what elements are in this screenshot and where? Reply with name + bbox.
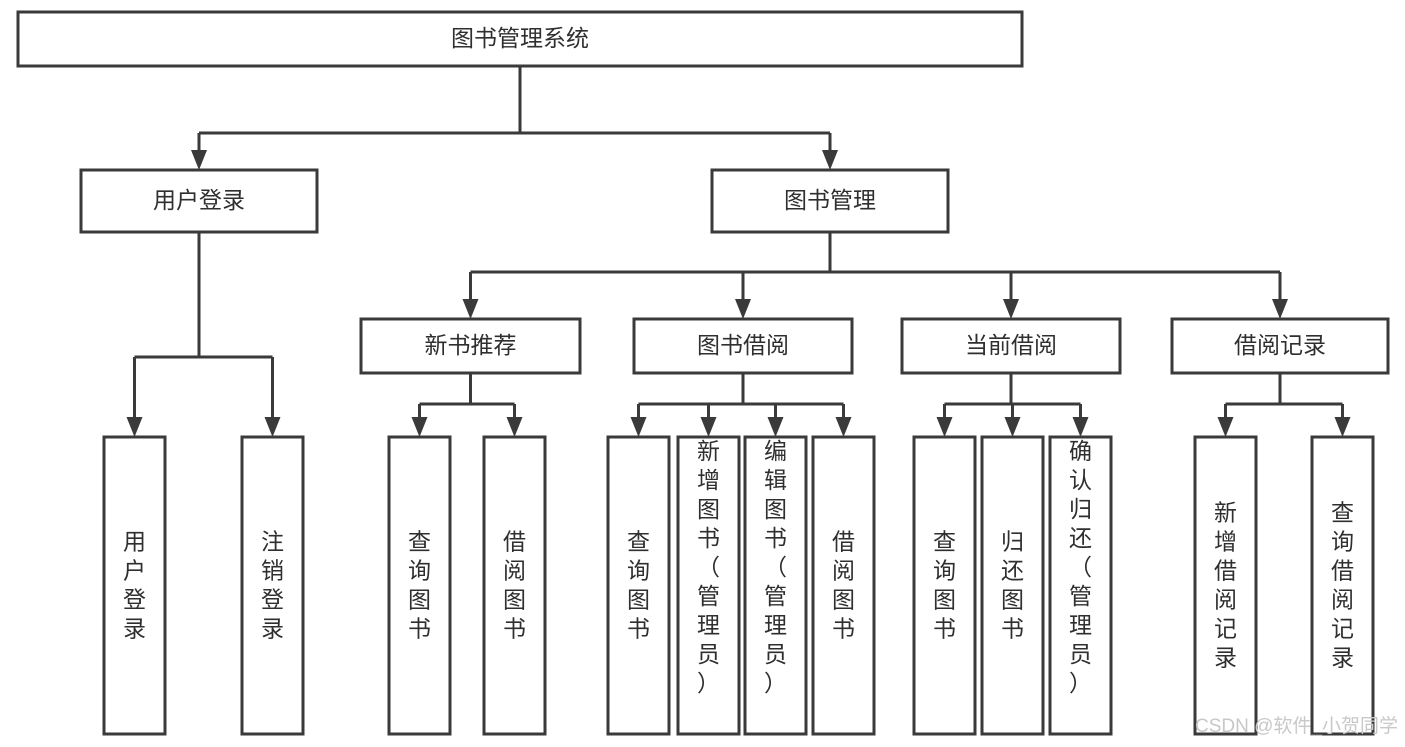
csdn-watermark: CSDN @软件_小贺同学 bbox=[1195, 715, 1398, 737]
node-box-root bbox=[16, 10, 1024, 68]
node-box-borrow-record bbox=[1170, 317, 1390, 375]
arrow-head-icon bbox=[1217, 417, 1234, 437]
node-label-leaf-confirm-return: 确认归还（管理员） bbox=[1069, 438, 1092, 696]
node-label-book-manage: 图书管理 bbox=[784, 187, 876, 213]
arrow-head-icon bbox=[767, 417, 784, 437]
node-label-leaf-query-book-3: 查询图书 bbox=[933, 529, 956, 642]
arrow-head-icon bbox=[506, 417, 523, 437]
node-box-leaf-query-record bbox=[1310, 435, 1375, 736]
node-leaf-borrow-book-1[interactable]: 借阅图书 bbox=[482, 435, 547, 736]
node-box-user-login bbox=[79, 168, 319, 234]
node-box-leaf-edit-book bbox=[743, 435, 808, 736]
node-label-borrow-record: 借阅记录 bbox=[1234, 332, 1326, 358]
node-new-book-recommend[interactable]: 新书推荐 bbox=[359, 317, 582, 375]
node-box-current-borrow bbox=[900, 317, 1122, 375]
node-root[interactable]: 图书管理系统 bbox=[16, 10, 1024, 68]
node-leaf-query-record[interactable]: 查询借阅记录 bbox=[1310, 435, 1375, 736]
node-label-leaf-add-book: 新增图书（管理员） bbox=[697, 438, 720, 696]
node-box-new-book-recommend bbox=[359, 317, 582, 375]
arrow-head-icon bbox=[462, 299, 479, 319]
node-box-leaf-user-login bbox=[102, 435, 167, 736]
arrow-head-icon bbox=[700, 417, 717, 437]
node-leaf-borrow-book-2[interactable]: 借阅图书 bbox=[811, 435, 876, 736]
node-box-leaf-add-record bbox=[1193, 435, 1258, 736]
node-label-leaf-query-book-1: 查询图书 bbox=[408, 529, 431, 642]
node-label-leaf-query-record: 查询借阅记录 bbox=[1331, 500, 1354, 671]
node-leaf-logout[interactable]: 注销登录 bbox=[240, 435, 305, 736]
arrow-head-icon bbox=[1003, 299, 1019, 319]
node-leaf-query-book-2[interactable]: 查询图书 bbox=[606, 435, 671, 736]
node-box-leaf-borrow-book-2 bbox=[811, 435, 876, 736]
node-box-leaf-borrow-book-1 bbox=[482, 435, 547, 736]
node-leaf-user-login[interactable]: 用户登录 bbox=[102, 435, 167, 736]
node-label-leaf-logout: 注销登录 bbox=[261, 529, 284, 642]
node-box-leaf-query-book-2 bbox=[606, 435, 671, 736]
node-book-borrow[interactable]: 图书借阅 bbox=[632, 317, 854, 375]
node-box-leaf-confirm-return bbox=[1048, 435, 1113, 736]
node-label-leaf-query-book-2: 查询图书 bbox=[627, 529, 650, 642]
node-user-login[interactable]: 用户登录 bbox=[79, 168, 319, 234]
node-label-root: 图书管理系统 bbox=[451, 25, 589, 51]
node-label-current-borrow: 当前借阅 bbox=[965, 332, 1057, 358]
arrow-head-icon bbox=[936, 417, 953, 437]
node-label-leaf-user-login: 用户登录 bbox=[123, 529, 146, 642]
arrow-head-icon bbox=[264, 417, 281, 437]
node-label-leaf-return-book: 归还图书 bbox=[1001, 529, 1024, 642]
arrow-head-icon bbox=[822, 150, 838, 170]
node-box-leaf-query-book-1 bbox=[387, 435, 452, 736]
node-leaf-return-book[interactable]: 归还图书 bbox=[980, 435, 1045, 736]
node-leaf-query-book-3[interactable]: 查询图书 bbox=[912, 435, 977, 736]
node-leaf-add-book[interactable]: 新增图书（管理员） bbox=[676, 435, 741, 736]
connector-layer bbox=[126, 66, 1351, 437]
arrow-head-icon bbox=[735, 299, 751, 319]
node-book-manage[interactable]: 图书管理 bbox=[710, 168, 950, 234]
node-label-new-book-recommend: 新书推荐 bbox=[425, 332, 517, 358]
arrow-head-icon bbox=[191, 150, 207, 170]
node-leaf-confirm-return[interactable]: 确认归还（管理员） bbox=[1048, 435, 1113, 736]
arrow-head-icon bbox=[1272, 299, 1288, 319]
arrow-head-icon bbox=[835, 417, 852, 437]
arrow-head-icon bbox=[1004, 417, 1021, 437]
node-box-leaf-logout bbox=[240, 435, 305, 736]
node-leaf-add-record[interactable]: 新增借阅记录 bbox=[1193, 435, 1258, 736]
node-leaf-query-book-1[interactable]: 查询图书 bbox=[387, 435, 452, 736]
node-box-book-manage bbox=[710, 168, 950, 234]
arrow-head-icon bbox=[1072, 417, 1089, 437]
node-borrow-record[interactable]: 借阅记录 bbox=[1170, 317, 1390, 375]
node-box-leaf-query-book-3 bbox=[912, 435, 977, 736]
arrow-head-icon bbox=[411, 417, 428, 437]
node-box-leaf-return-book bbox=[980, 435, 1045, 736]
arrow-head-icon bbox=[1334, 417, 1351, 437]
node-label-leaf-add-record: 新增借阅记录 bbox=[1214, 500, 1237, 671]
arrow-head-icon bbox=[630, 417, 647, 437]
node-box-book-borrow bbox=[632, 317, 854, 375]
node-label-book-borrow: 图书借阅 bbox=[697, 332, 789, 358]
node-box-leaf-add-book bbox=[676, 435, 741, 736]
arrow-head-icon bbox=[126, 417, 143, 437]
node-leaf-edit-book[interactable]: 编辑图书（管理员） bbox=[743, 435, 808, 736]
node-layer: 图书管理系统用户登录图书管理新书推荐图书借阅当前借阅借阅记录用户登录注销登录查询… bbox=[16, 10, 1390, 736]
node-label-leaf-borrow-book-1: 借阅图书 bbox=[503, 529, 526, 642]
node-label-leaf-edit-book: 编辑图书（管理员） bbox=[764, 438, 787, 696]
node-current-borrow[interactable]: 当前借阅 bbox=[900, 317, 1122, 375]
node-label-leaf-borrow-book-2: 借阅图书 bbox=[832, 529, 855, 642]
node-label-user-login: 用户登录 bbox=[153, 187, 245, 213]
